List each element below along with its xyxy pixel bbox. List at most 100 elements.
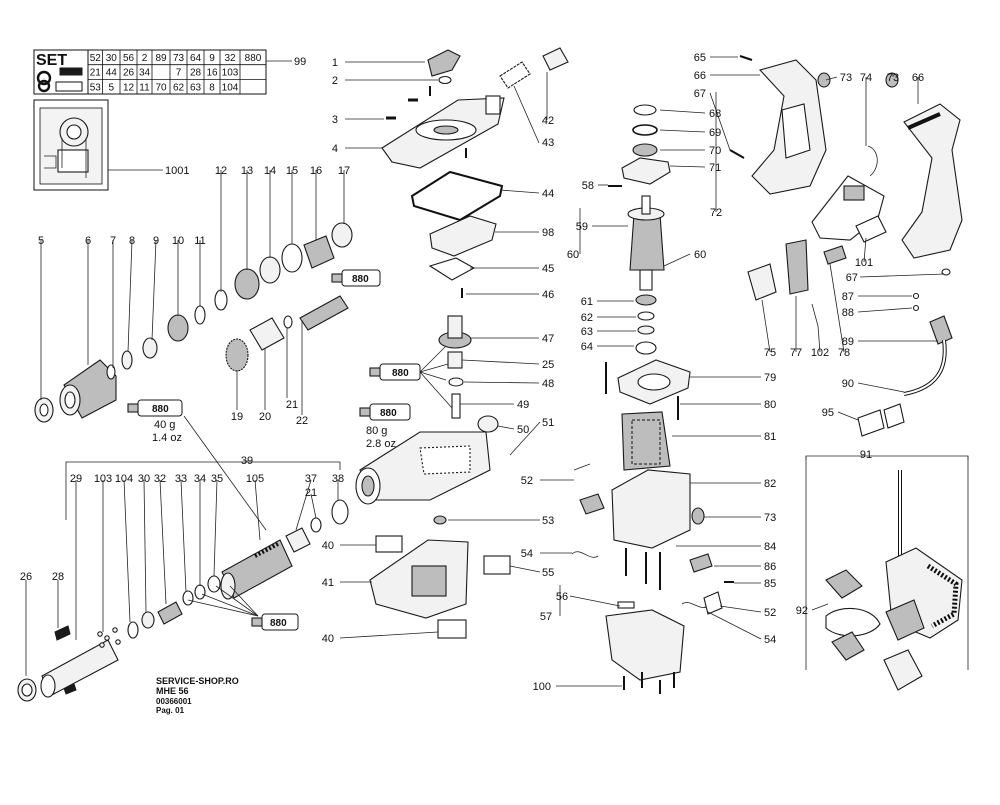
part-number-callout: 2 [332,75,338,87]
part-number-callout: 68 [709,108,721,120]
part-number-callout: 90 [842,378,854,390]
part-number-callout: 6 [85,235,91,247]
callout-leader [497,425,515,430]
part-number-callout: 8 [129,235,135,247]
part-number-callout: 91 [860,449,872,461]
set-cell: 70 [155,82,167,93]
part-number-callout: 54 [764,634,776,646]
callout-leader [569,595,621,607]
set-cell: 73 [173,53,185,64]
grease-tube-4-label: 880 [380,408,397,419]
part-number-callout: 92 [796,605,808,617]
part-number-callout: 22 [296,415,308,427]
part-number-callout: 98 [542,227,554,239]
inset-box: 1001 [33,99,189,191]
part-number-callout: 13 [241,165,253,177]
callout-leader [863,237,867,263]
part-number-callout: 85 [764,578,776,590]
part-number-callout: 35 [211,473,223,485]
part-number-callout: 45 [542,263,554,275]
callout-leader [659,129,706,133]
set-cell: 104 [222,82,239,93]
part-number-callout: 52 [764,607,776,619]
part-number-callout: 105 [246,473,264,485]
part-number-callout: 73 [840,72,852,84]
grease-tube-4: 880 80 g 2.8 oz [359,403,411,450]
callout-leader [857,382,905,393]
callout-leader [295,479,312,531]
callout-leader [709,92,731,151]
set-cell: 30 [106,53,118,64]
part-number-callout: 56 [556,591,568,603]
callout-leader [663,253,691,267]
callout-leader [761,299,771,353]
grease-tube-1: 880 [331,269,381,287]
part-callouts: 1234424344984546472548495051525340415540… [20,52,924,693]
callout-leader [707,611,762,640]
motor-parts [571,104,734,694]
part-number-callout: 60 [567,249,579,261]
callout-leader [339,631,439,639]
part-number-callout: 87 [842,291,854,303]
part-number-callout: 66 [912,72,924,84]
part-number-callout: 5 [38,235,44,247]
part-number-callout: 80 [764,399,776,411]
part-number-callout: 3 [332,114,338,126]
part-number-callout: 38 [332,473,344,485]
grease-tube-2: 880 40 g 1.4 oz [127,399,183,444]
part-number-callout: 50 [517,424,529,436]
callout-leader [513,85,540,144]
set-cell: 26 [123,68,135,79]
callout-leader [719,605,762,613]
set-cell: 34 [139,68,151,79]
part-number-callout: 69 [709,127,721,139]
part-number-callout: 53 [542,515,554,527]
part-number-callout: 84 [764,541,776,553]
set-cell: 103 [222,68,239,79]
callout-leader [669,165,706,168]
part-number-callout: 9 [153,235,159,247]
part-number-callout: 48 [542,378,554,390]
part-number-callout: 55 [542,567,554,579]
part-number-callout: 58 [582,180,594,192]
spindle-assembly-parts [17,461,349,702]
part-number-callout: 73 [764,512,776,524]
set-cell: 11 [139,82,150,93]
part-number-callout: 54 [521,548,533,560]
part-number-callout: 29 [70,473,82,485]
callout-leader [859,273,945,278]
part-number-callout: 26 [20,571,32,583]
set-cell: 880 [245,53,262,64]
part-number-callout: 86 [764,561,776,573]
callout-leader [310,493,317,519]
part-number-callout: 37 [305,473,317,485]
part-number-callout: 62 [581,312,593,324]
part-number-callout: 44 [542,188,554,200]
part-number-callout: 88 [842,307,854,319]
grease-tube-1-label: 880 [352,274,369,285]
part-number-callout: 71 [709,162,721,174]
part-number-callout: 64 [581,341,593,353]
grease-tube-3-label: 880 [392,368,409,379]
callout-leaders [25,56,945,687]
footer: SERVICE-SHOP.RO MHE 56 00366001 Pag. 01 [156,676,239,715]
grease-tube-2-label: 880 [152,404,169,415]
part-number-callout: 25 [542,359,554,371]
callout-leader [123,479,131,623]
set-cell: 63 [190,82,202,93]
callout-leader [659,109,706,114]
callout-leader [509,565,541,573]
part-number-callout: 42 [542,115,554,127]
grease-leaders [183,345,453,617]
footer-shop: SERVICE-SHOP.RO [156,676,239,686]
callout-leader [857,307,913,313]
part-number-callout: 73 [887,72,899,84]
part-number-callout: 7 [110,235,116,247]
part-number-callout: 41 [322,577,334,589]
part-number-callout: 33 [175,473,187,485]
set-cell: 2 [142,53,148,64]
part-number-callout: 30 [138,473,150,485]
part-number-callout: 78 [838,347,850,359]
callout-leader [143,479,147,613]
